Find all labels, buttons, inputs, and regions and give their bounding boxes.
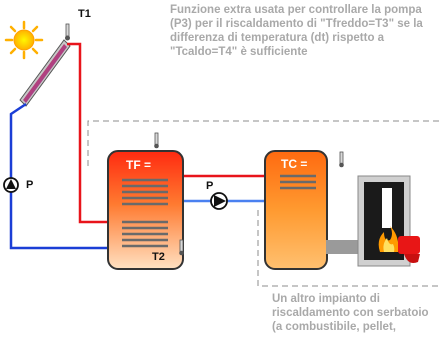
label-pump-middle: P bbox=[206, 180, 214, 192]
tank-tc-sensor-icon bbox=[339, 151, 344, 168]
tank-tf-top-sensor-icon bbox=[154, 132, 159, 149]
stove-connection-pipe bbox=[326, 240, 360, 254]
top-description: Funzione extra usata per controllare la … bbox=[170, 4, 423, 58]
dashed-boundary bbox=[87, 120, 439, 287]
label-pump-left: P bbox=[26, 179, 34, 191]
solar-collector bbox=[19, 39, 71, 107]
sun-icon bbox=[4, 20, 44, 60]
burner-icon bbox=[398, 236, 420, 263]
tank-tf bbox=[107, 150, 184, 270]
sensor-t2-icon bbox=[179, 239, 184, 256]
stove-icon bbox=[357, 175, 420, 267]
cold-pipe bbox=[9, 102, 118, 250]
tank-tc bbox=[264, 150, 328, 270]
heat-exchanger-coil-upper bbox=[122, 178, 168, 206]
heat-exchanger-coil-tc bbox=[280, 174, 316, 190]
label-tc: TC = bbox=[281, 157, 308, 171]
label-t2: T2 bbox=[152, 251, 165, 263]
pump-left-icon bbox=[3, 177, 19, 193]
pump-middle-icon bbox=[210, 192, 228, 210]
label-tf: TF = bbox=[126, 158, 152, 172]
bottom-description: Un altro impianto di riscaldamento con s… bbox=[272, 293, 429, 333]
heat-exchanger-coil-lower bbox=[122, 220, 168, 248]
sensor-t1-icon bbox=[65, 23, 70, 41]
label-t1: T1 bbox=[78, 8, 91, 20]
